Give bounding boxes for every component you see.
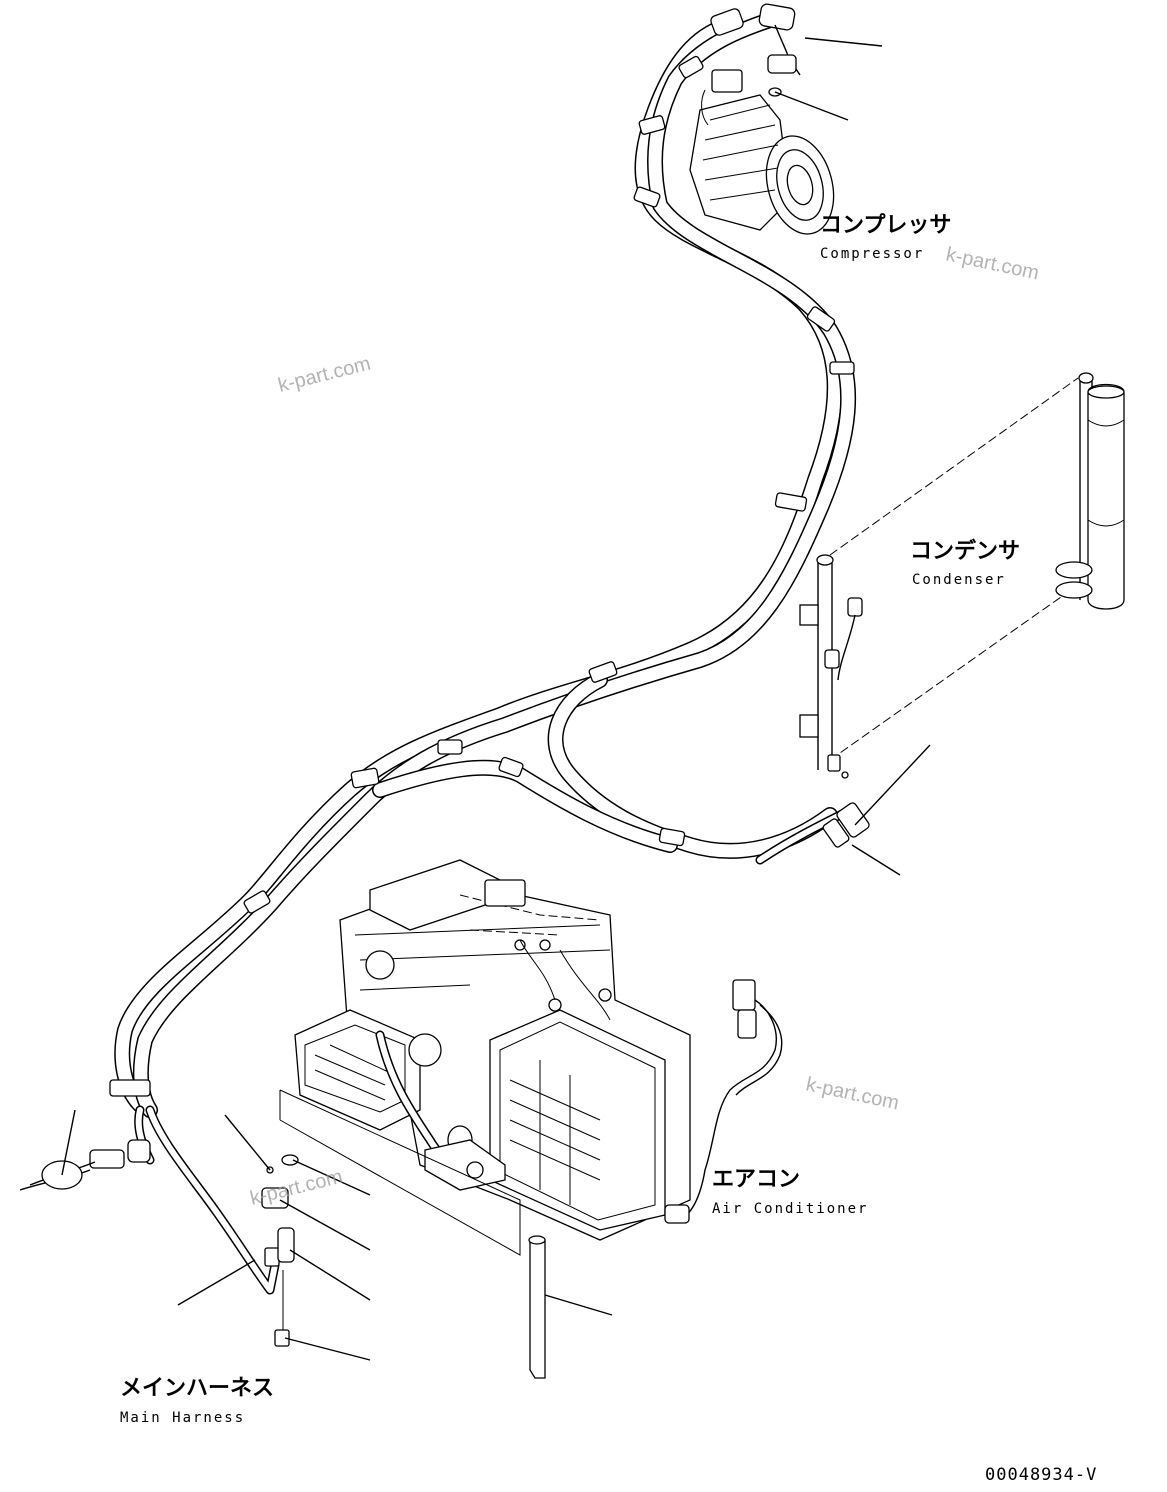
air-conditioner-label-jp: エアコン [712, 1167, 800, 1192]
watermark-text: k-part.com [248, 1166, 345, 1210]
watermark-text: k-part.com [804, 1073, 901, 1114]
watermark-text: k-part.com [944, 243, 1041, 284]
leader-lines [61, 37, 931, 1361]
air-conditioner-unit [294, 859, 691, 1241]
drawing-number: 00048934-V [985, 1465, 1097, 1485]
compressor-label-jp: コンプレッサ [820, 213, 951, 238]
condenser-hose-end [755, 771, 870, 865]
condenser-label-jp: コンデンサ [910, 538, 1020, 564]
ac-connector-harness [664, 979, 783, 1224]
condenser-label-en: Condenser [912, 572, 1006, 588]
compressor [689, 69, 835, 235]
main-harness-label-jp: メインハーネス [120, 1376, 274, 1401]
main-harness-label-en: Main Harness [120, 1410, 245, 1426]
hose-loop-to-condenser [372, 672, 838, 859]
compressor-label-en: Compressor [820, 246, 924, 262]
condenser [799, 372, 1125, 772]
air-conditioner-label-en: Air Conditioner [712, 1201, 868, 1217]
grouping-brackets [279, 1089, 521, 1256]
watermark-text: k-part.com [276, 353, 373, 397]
hose-clamps [109, 55, 855, 1097]
